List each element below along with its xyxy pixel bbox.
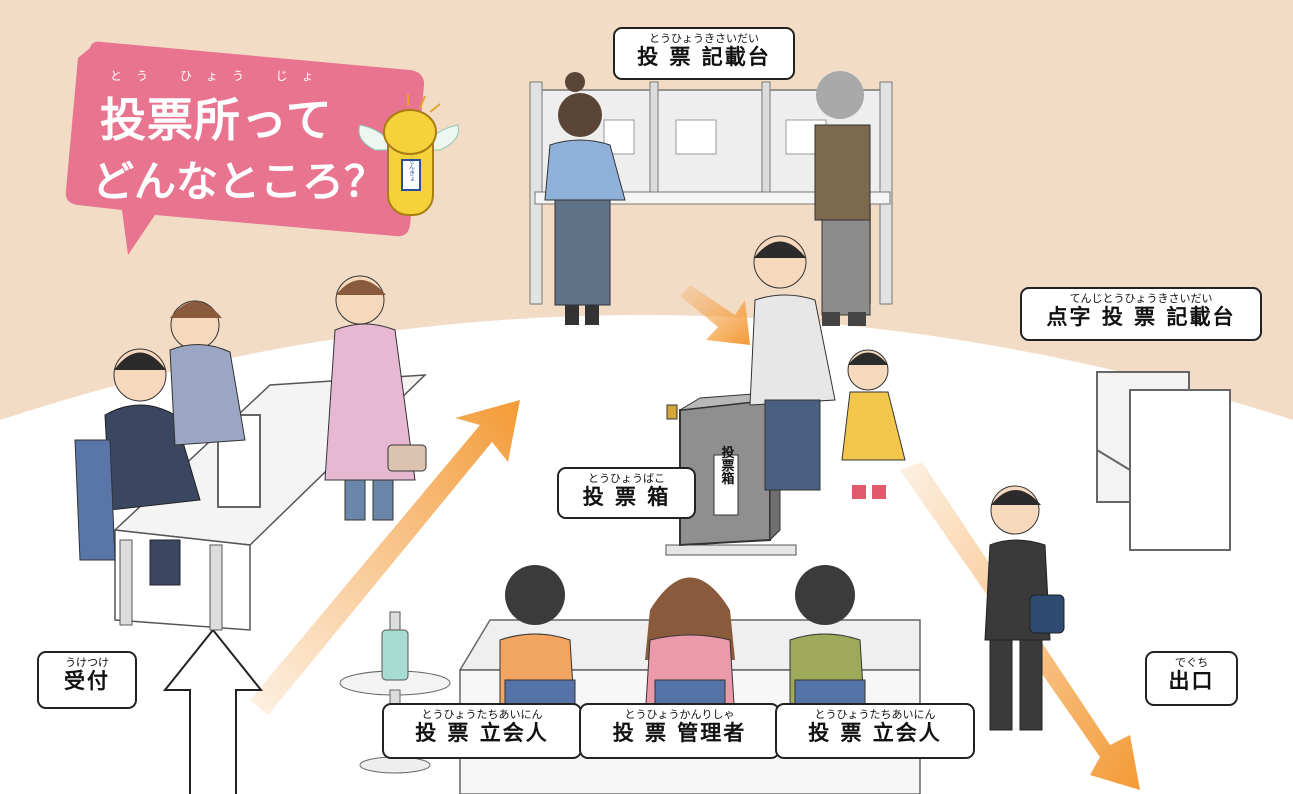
mascot-badge-text: せんきょ — [408, 158, 415, 182]
title-line-2: どんなところ？ — [92, 157, 387, 206]
voter-woman-pink — [324, 275, 427, 521]
voter-father — [749, 235, 836, 491]
label-poll-witness-right: とうひょうたちあいにん 投 票 立会人 — [775, 703, 975, 759]
label-reception-text: 受付 — [64, 669, 110, 693]
reception-staff-woman — [169, 300, 246, 446]
label-reception-ruby: うけつけ — [65, 656, 109, 669]
flow-arrow-up — [250, 400, 520, 715]
label-braille-voting-booth: てんじとうひょうきさいだい 点字 投 票 記載台 — [1020, 287, 1262, 341]
label-poll-witness-right-ruby: とうひょうたちあいにん — [814, 708, 936, 721]
braille-voting-booth — [1096, 371, 1231, 551]
voter-woman-blue — [544, 72, 626, 325]
label-voting-booth-text: 投 票 記載台 — [637, 45, 771, 69]
label-reception: うけつけ 受付 — [37, 651, 137, 709]
voter-child — [841, 349, 906, 499]
label-braille-voting-booth-text: 点字 投 票 記載台 — [1046, 305, 1236, 329]
label-exit-ruby: でぐち — [1174, 656, 1209, 669]
label-poll-manager-text: 投 票 管理者 — [612, 721, 747, 745]
ballot-box-text: 投票箱 — [719, 445, 735, 486]
mascot-character — [358, 94, 460, 216]
label-poll-witness-left-ruby: とうひょうたちあいにん — [421, 708, 543, 721]
label-ballot-box-text: 投 票 箱 — [582, 485, 671, 509]
label-poll-manager: とうひょうかんりしゃ 投 票 管理者 — [579, 703, 780, 759]
label-poll-manager-ruby: とうひょうかんりしゃ — [624, 708, 735, 721]
title-ruby: とう ひょう じょ — [110, 69, 328, 83]
title-line-1: 投票所って — [100, 93, 333, 147]
flow-arrow-to-box — [680, 285, 750, 345]
label-ballot-box-ruby: とうひょうばこ — [588, 472, 665, 485]
label-exit: でぐち 出口 — [1145, 651, 1238, 706]
official-left — [499, 565, 576, 751]
label-exit-text: 出口 — [1168, 669, 1215, 693]
voter-elderly-man — [814, 71, 871, 326]
label-poll-witness-right-text: 投 票 立会人 — [808, 721, 942, 745]
label-poll-witness-left-text: 投 票 立会人 — [415, 721, 549, 745]
ballot-box — [665, 390, 797, 556]
title-speech-bubble — [65, 41, 425, 255]
label-ballot-box: とうひょうばこ 投 票 箱 — [557, 467, 696, 519]
label-poll-witness-left: とうひょうたちあいにん 投 票 立会人 — [382, 703, 582, 759]
label-voting-booth-ruby: とうひょうきさいだい — [649, 32, 759, 45]
label-braille-voting-booth-ruby: てんじとうひょうきさいだい — [1069, 292, 1213, 305]
voter-student — [984, 485, 1065, 731]
label-voting-booth: とうひょうきさいだい 投 票 記載台 — [613, 27, 795, 80]
